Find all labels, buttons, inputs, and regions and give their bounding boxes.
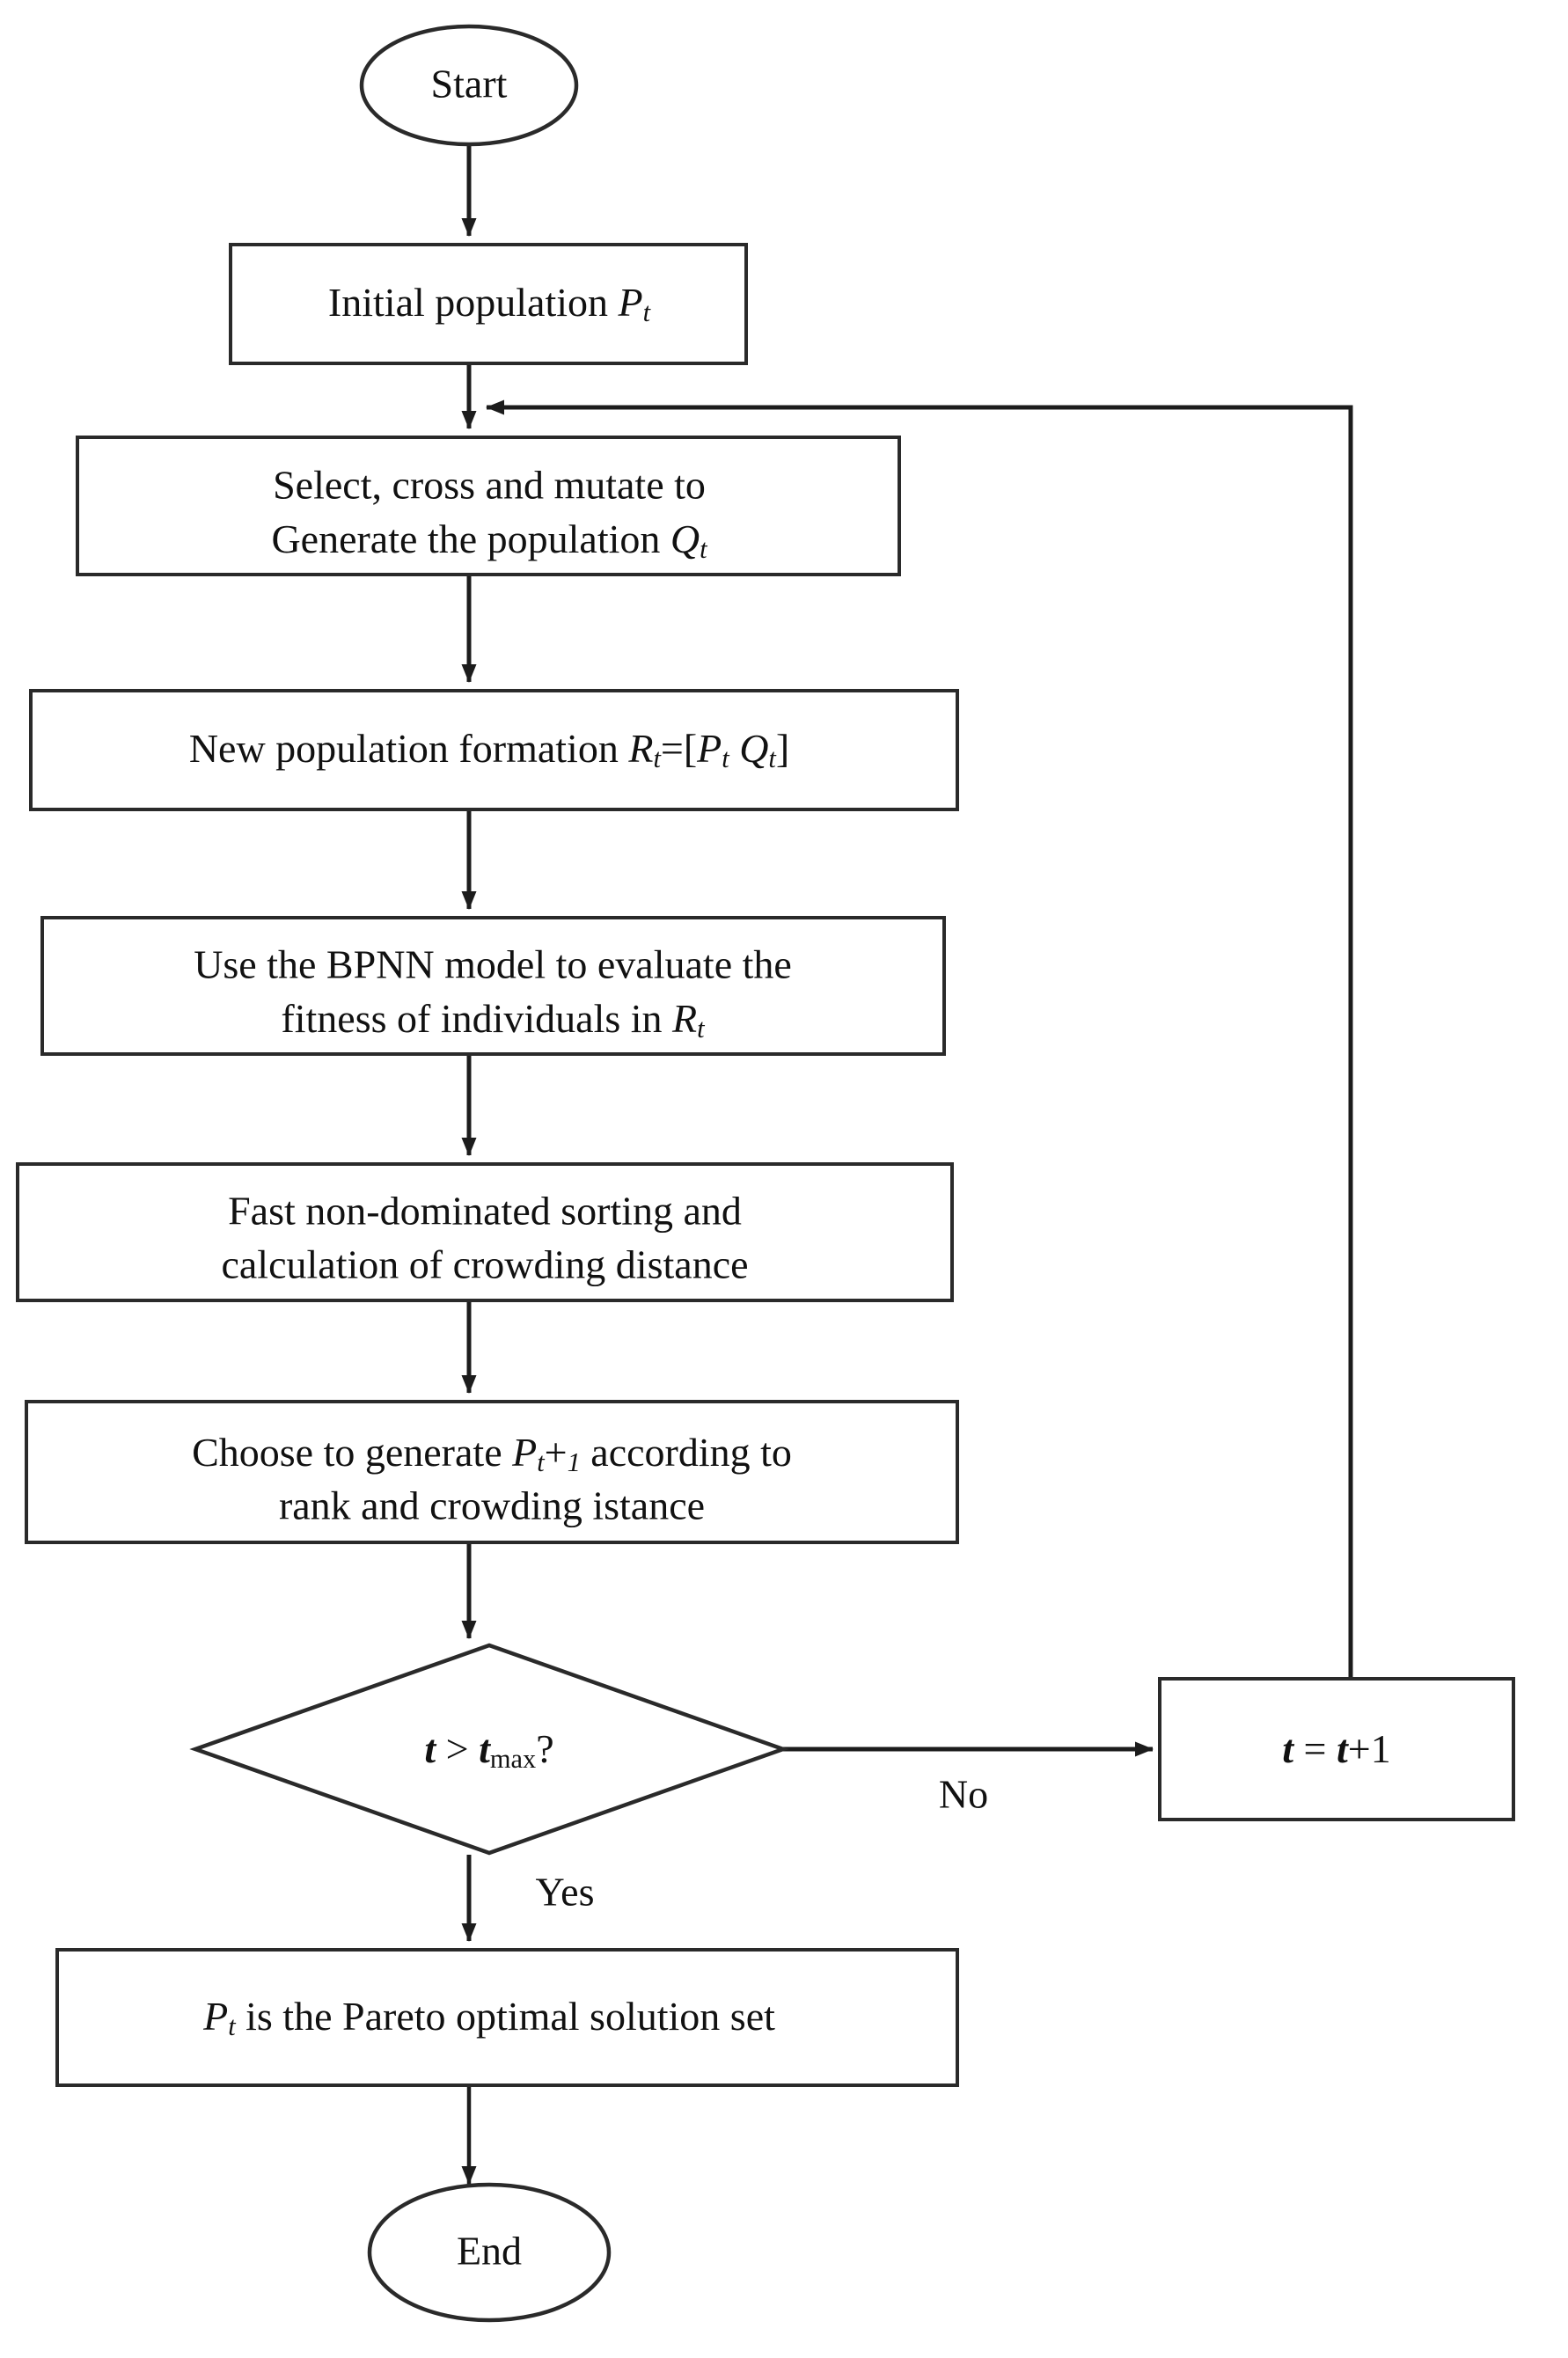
node-choose-next-generation[interactable]: Choose to generate Pt+1 according to ran…: [25, 1400, 959, 1544]
node-fast-nondominated-sorting-line1: Fast non-dominated sorting and: [228, 1189, 742, 1234]
node-increment-t-label: t = t+1: [1282, 1726, 1390, 1771]
node-generate-population-q[interactable]: Select, cross and mutate to Generate the…: [76, 436, 901, 576]
node-choose-next-generation-line2: rank and crowding istance: [279, 1483, 705, 1528]
node-choose-next-generation-line1: Choose to generate Pt+1 according to: [192, 1430, 792, 1477]
node-initial-population-label: Initial population Pt: [328, 280, 652, 327]
node-decision-tmax[interactable]: t > tmax?: [189, 1643, 789, 1856]
node-bpnn-evaluate-line2: fitness of individuals in Rt: [281, 996, 706, 1044]
node-end[interactable]: End: [367, 2182, 612, 2323]
edge-label-no: No: [939, 1772, 988, 1817]
node-new-population-formation-label: New population formation Rt=[Pt Qt]: [189, 726, 789, 773]
node-fast-nondominated-sorting-line2: calculation of crowding distance: [221, 1242, 748, 1287]
edge-label-yes: Yes: [536, 1870, 595, 1915]
node-generate-population-q-line1: Select, cross and mutate to: [273, 463, 706, 508]
node-pareto-result-label: Pt is the Pareto optimal solution set: [202, 1994, 775, 2041]
node-initial-population[interactable]: Initial population Pt: [229, 243, 748, 365]
node-start-label: Start: [431, 62, 508, 106]
node-end-label: End: [457, 2229, 522, 2274]
edge-label-yes-text: Yes: [536, 1870, 595, 1915]
node-generate-population-q-line2: Generate the population Qt: [271, 516, 708, 564]
node-decision-tmax-label: t > tmax?: [424, 1726, 553, 1774]
node-fast-nondominated-sorting[interactable]: Fast non-dominated sorting and calculati…: [16, 1162, 954, 1302]
edge-label-no-text: No: [939, 1772, 988, 1817]
node-bpnn-evaluate-line1: Use the BPNN model to evaluate the: [194, 942, 792, 987]
node-pareto-result[interactable]: Pt is the Pareto optimal solution set: [55, 1948, 959, 2087]
node-start[interactable]: Start: [359, 24, 579, 147]
edge-feedback-loop: [486, 399, 1353, 1679]
node-new-population-formation[interactable]: New population formation Rt=[Pt Qt]: [29, 689, 959, 811]
node-increment-t[interactable]: t = t+1: [1158, 1677, 1515, 1821]
node-bpnn-evaluate[interactable]: Use the BPNN model to evaluate the fitne…: [40, 916, 946, 1056]
